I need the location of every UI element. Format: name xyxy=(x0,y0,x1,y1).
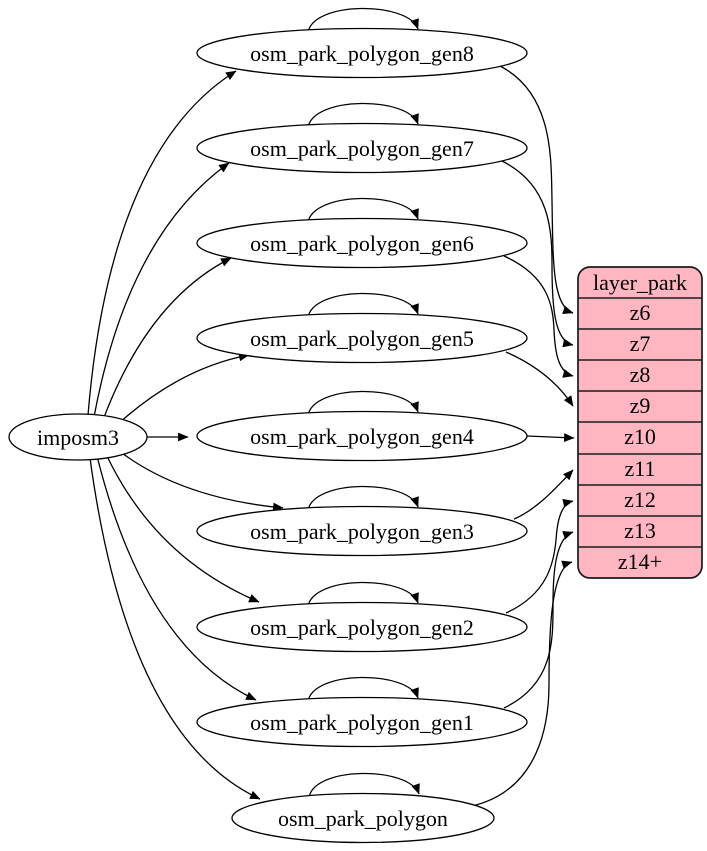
edge-imposm3-to-osm-park-polygon xyxy=(89,457,261,800)
self-loop-osm-park-polygon-gen4 xyxy=(307,390,419,417)
node-osm-park-polygon-gen1: osm_park_polygon_gen1 xyxy=(196,696,528,748)
table-row-z14plus: z14+ xyxy=(618,549,662,574)
node-osm-park-polygon-gen4: osm_park_polygon_gen4 xyxy=(196,410,528,462)
edge-imposm3-to-osm-park-polygon-gen2 xyxy=(105,453,260,603)
node-osm-park-polygon-gen2: osm_park_polygon_gen2 xyxy=(196,601,528,653)
self-loop-edges xyxy=(307,7,420,799)
osm-park-polygon-gen1-ellipse xyxy=(196,696,528,748)
table-row-z7: z7 xyxy=(630,331,651,356)
osm-park-polygon-gen4-label: osm_park_polygon_gen4 xyxy=(250,424,474,449)
imposm3-ellipse xyxy=(8,413,148,461)
osm-park-polygon-gen2-label: osm_park_polygon_gen2 xyxy=(250,615,474,640)
table-header-layer-park: layer_park xyxy=(593,270,687,295)
edges-to-layer-rows xyxy=(471,65,575,807)
node-osm-park-polygon-gen3: osm_park_polygon_gen3 xyxy=(196,505,528,557)
osm-park-polygon-gen1-label: osm_park_polygon_gen1 xyxy=(250,710,474,735)
node-imposm3: imposm3 xyxy=(8,413,148,461)
self-loop-osm-park-polygon-gen7 xyxy=(307,102,419,129)
self-loop-osm-park-polygon-gen6 xyxy=(307,197,419,224)
self-loop-osm-park-polygon-gen1 xyxy=(307,676,419,703)
edge-osm-park-polygon-gen8-to-z6 xyxy=(499,65,574,315)
osm-park-polygon-gen5-label: osm_park_polygon_gen5 xyxy=(250,326,474,351)
edge-osm-park-polygon-gen3-to-z11 xyxy=(513,469,574,520)
osm-park-polygon-gen7-ellipse xyxy=(196,122,528,174)
edge-osm-park-polygon-gen2-to-z12 xyxy=(505,498,574,614)
table-layer-park: layer_park z6 z7 z8 z9 z10 z11 z12 z13 z… xyxy=(577,266,703,579)
table-row-z13: z13 xyxy=(624,518,656,543)
osm-park-polygon-label: osm_park_polygon xyxy=(278,806,448,831)
edge-osm-park-polygon-to-z14plus xyxy=(471,560,573,807)
table-row-z6: z6 xyxy=(630,300,651,325)
osm-park-polygon-gen2-ellipse xyxy=(196,601,528,653)
osm-park-polygon-gen8-label: osm_park_polygon_gen8 xyxy=(250,41,474,66)
osm-park-polygon-gen3-label: osm_park_polygon_gen3 xyxy=(250,519,474,544)
node-osm-park-polygon-gen5: osm_park_polygon_gen5 xyxy=(196,312,528,364)
node-osm-park-polygon-gen6: osm_park_polygon_gen6 xyxy=(196,217,528,269)
table-row-z12: z12 xyxy=(624,487,656,512)
table-row-z8: z8 xyxy=(630,362,651,387)
osm-park-polygon-ellipse xyxy=(231,792,495,844)
node-osm-park-polygon-gen7: osm_park_polygon_gen7 xyxy=(196,122,528,174)
edge-osm-park-polygon-gen4-to-z10 xyxy=(526,433,575,442)
self-loop-osm-park-polygon-gen5 xyxy=(307,292,419,319)
table-row-z9: z9 xyxy=(630,393,651,418)
self-loop-osm-park-polygon-gen8 xyxy=(307,7,419,34)
self-loop-osm-park-polygon-gen3 xyxy=(307,485,419,512)
edge-imposm3-to-osm-park-polygon-gen7 xyxy=(93,162,230,418)
osm-park-polygon-gen5-ellipse xyxy=(196,312,528,364)
osm-park-polygon-gen3-ellipse xyxy=(196,505,528,557)
table-row-z10: z10 xyxy=(624,424,656,449)
edges-from-source xyxy=(87,70,284,800)
node-osm-park-polygon: osm_park_polygon xyxy=(231,792,495,844)
table-row-z11: z11 xyxy=(625,456,656,481)
node-osm-park-polygon-gen8: osm_park_polygon_gen8 xyxy=(196,27,528,79)
edge-imposm3-to-osm-park-polygon-gen6 xyxy=(102,257,232,421)
self-loop-osm-park-polygon xyxy=(308,772,420,799)
osm-park-polygon-gen6-ellipse xyxy=(196,217,528,269)
edge-imposm3-to-osm-park-polygon-gen5 xyxy=(117,352,250,425)
edge-imposm3-to-osm-park-polygon-gen3 xyxy=(117,449,284,512)
edge-imposm3-to-osm-park-polygon-gen8 xyxy=(87,70,237,416)
edge-osm-park-polygon-gen6-to-z8 xyxy=(503,255,574,378)
osm-park-polygon-gen7-label: osm_park_polygon_gen7 xyxy=(250,136,474,161)
osm-park-polygon-gen8-ellipse xyxy=(196,27,528,79)
edge-osm-park-polygon-gen7-to-z7 xyxy=(501,160,574,348)
edge-osm-park-polygon-gen5-to-z9 xyxy=(505,351,574,407)
osm-park-polygon-gen4-ellipse xyxy=(196,410,528,462)
imposm3-label: imposm3 xyxy=(37,425,119,450)
edge-imposm3-to-osm-park-polygon-gen1 xyxy=(96,455,257,701)
self-loop-osm-park-polygon-gen2 xyxy=(307,581,419,608)
osm-park-polygon-gen6-label: osm_park_polygon_gen6 xyxy=(250,231,474,256)
